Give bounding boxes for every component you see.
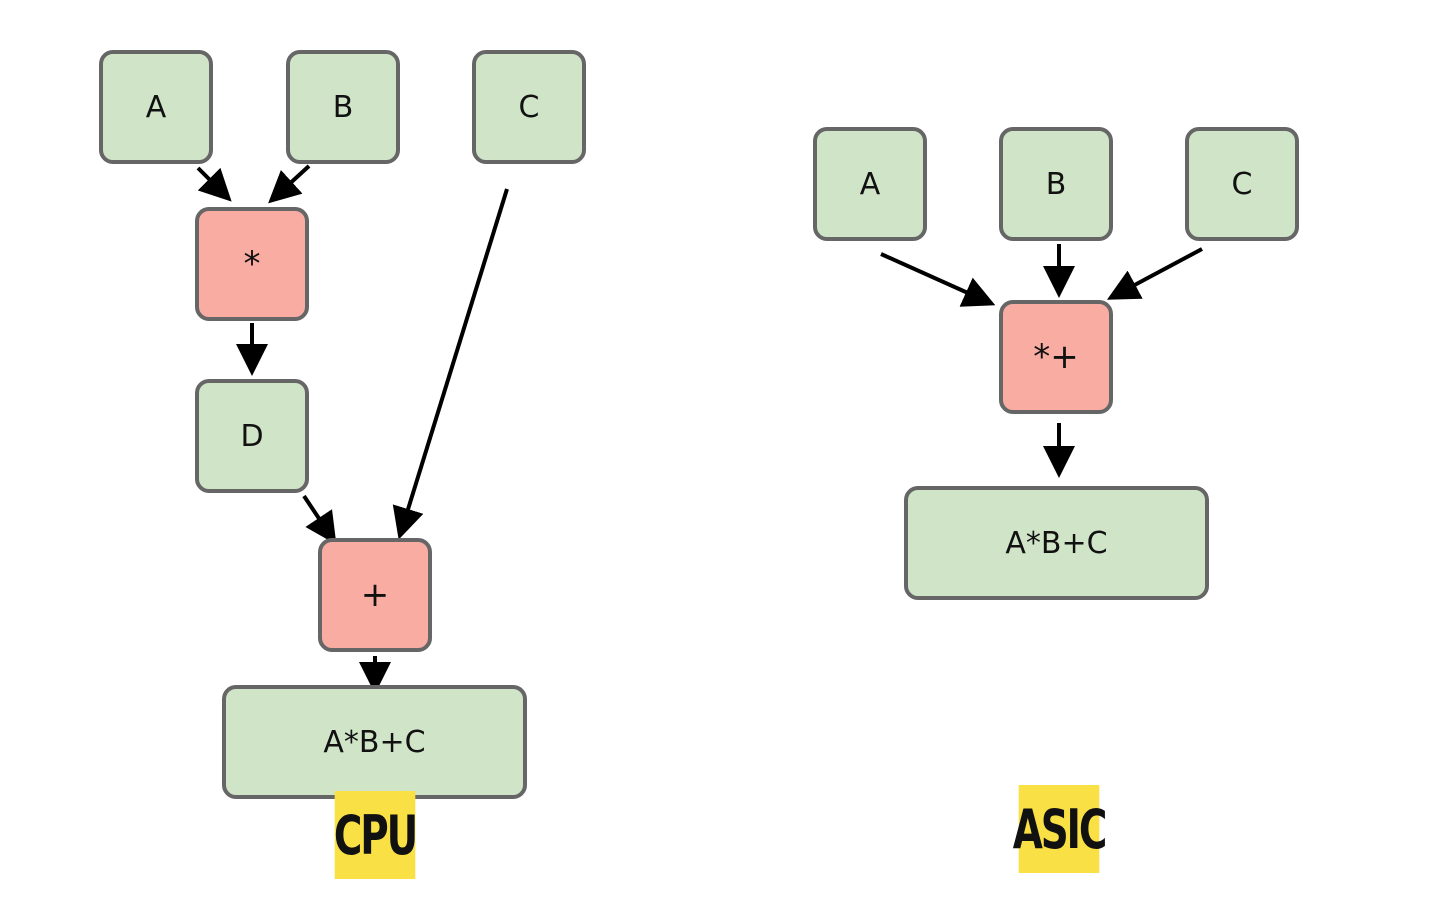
cpu-node-add-label: + xyxy=(360,575,390,615)
cpu-label-text: CPU xyxy=(333,803,418,867)
cpu-node-a: A xyxy=(99,50,213,164)
asic-node-fused-label: *+ xyxy=(1033,337,1079,377)
cpu-edge-d-to-add xyxy=(302,494,337,545)
cpu-edge-c-to-add xyxy=(392,188,509,540)
asic-node-b-label: B xyxy=(1045,166,1067,202)
cpu-edge-a-to-multiply xyxy=(196,166,232,202)
asic-edge-c-to-fused xyxy=(1106,247,1203,300)
cpu-label-badge: CPU xyxy=(333,791,418,879)
asic-node-b: B xyxy=(999,127,1113,241)
asic-node-fused: *+ xyxy=(999,300,1113,414)
asic-node-c: C xyxy=(1185,127,1299,241)
cpu-node-d-label: D xyxy=(240,418,264,454)
cpu-node-c-label: C xyxy=(518,89,540,125)
cpu-node-a-label: A xyxy=(145,89,167,125)
cpu-node-result: A*B+C xyxy=(222,685,527,799)
asic-node-c-label: C xyxy=(1231,166,1253,202)
cpu-node-multiply-label: * xyxy=(243,244,261,284)
cpu-edge-b-to-multiply xyxy=(268,164,311,204)
asic-node-result-label: A*B+C xyxy=(1005,525,1108,561)
cpu-node-d: D xyxy=(195,379,309,493)
cpu-node-b: B xyxy=(286,50,400,164)
cpu-node-multiply: * xyxy=(195,207,309,321)
cpu-node-add: + xyxy=(318,538,432,652)
cpu-node-result-label: A*B+C xyxy=(323,724,426,760)
asic-node-a-label: A xyxy=(859,166,881,202)
asic-label-text: ASIC xyxy=(1012,797,1108,861)
asic-node-a: A xyxy=(813,127,927,241)
asic-node-result: A*B+C xyxy=(904,486,1209,600)
cpu-node-c: C xyxy=(472,50,586,164)
asic-edge-a-to-fused xyxy=(880,252,996,307)
asic-label-badge: ASIC xyxy=(1013,785,1107,873)
cpu-node-b-label: B xyxy=(332,89,354,125)
